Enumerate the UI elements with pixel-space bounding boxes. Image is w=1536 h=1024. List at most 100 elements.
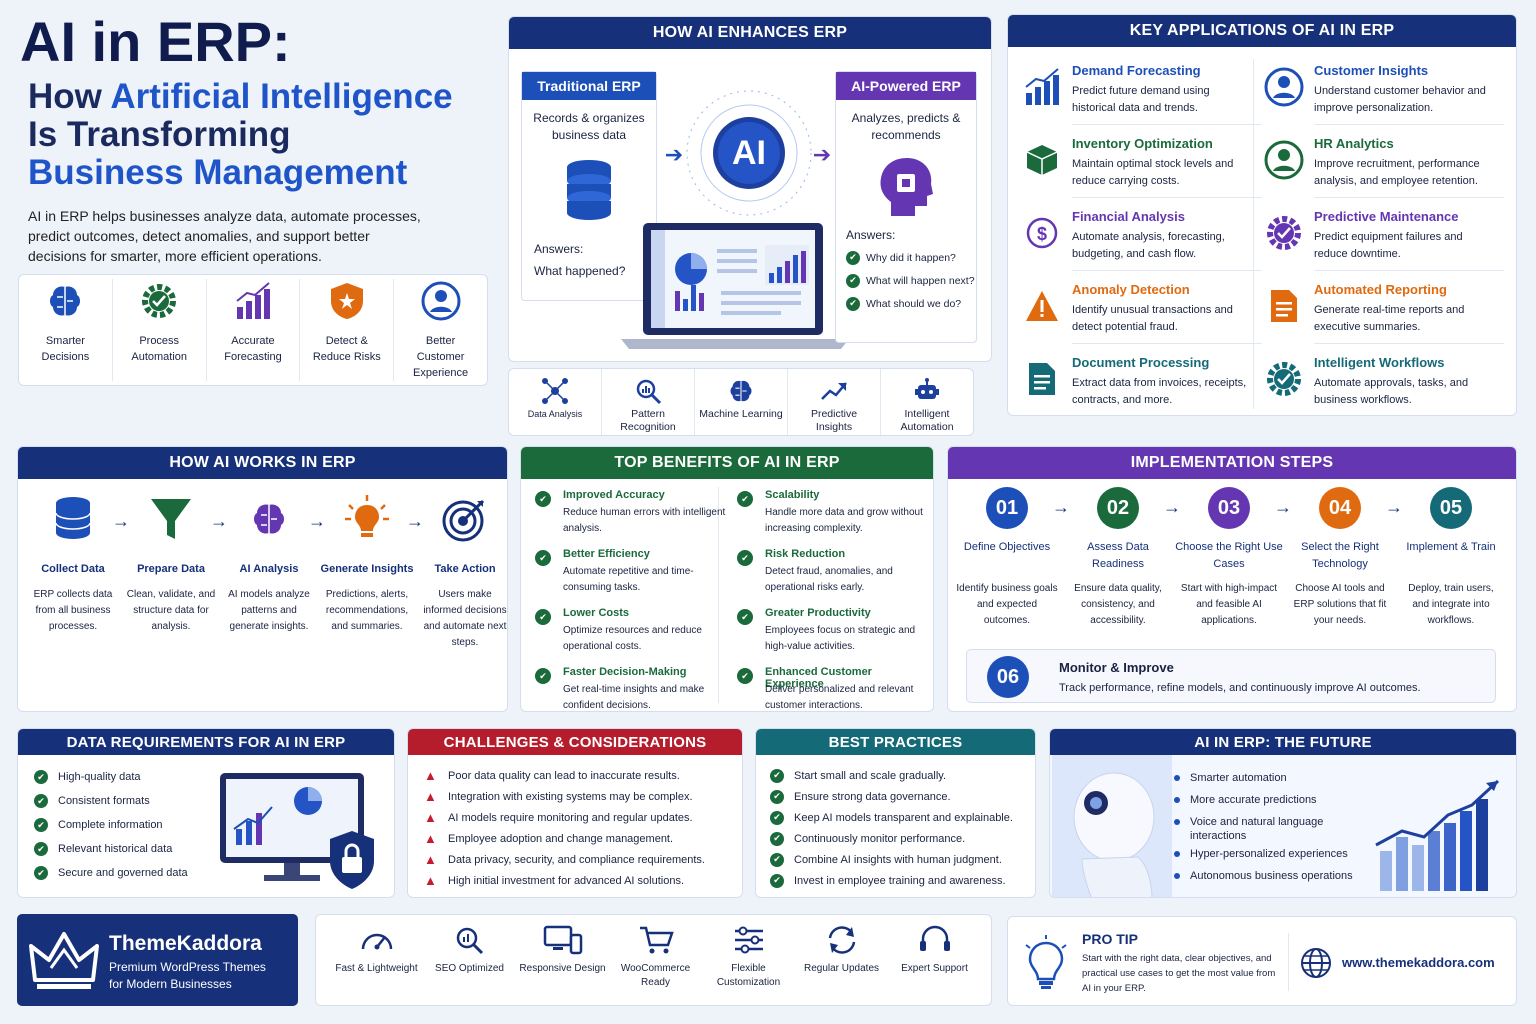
powered-answers: ✔Why did it happen?✔What will happen nex… bbox=[846, 246, 976, 315]
arrow-right-icon: → bbox=[1274, 497, 1292, 517]
predictive-maintenance-icon bbox=[1264, 213, 1304, 253]
benefit-label: Detect & Reduce Risks bbox=[312, 335, 381, 363]
datareq-item: ✔Secure and governed data bbox=[34, 861, 224, 885]
arrow-right-icon: ➔ bbox=[664, 142, 684, 167]
arrow-right-icon: → bbox=[1385, 497, 1403, 517]
ai-powered-erp-card: AI-Powered ERP Analyzes, predicts & reco… bbox=[835, 71, 977, 343]
secure-monitor-icon bbox=[214, 769, 390, 893]
brain-icon bbox=[244, 493, 294, 545]
step-number-badge: 05 bbox=[1430, 487, 1472, 529]
hr-analytics-icon bbox=[1264, 140, 1304, 180]
answer-item: ✔Why did it happen? bbox=[846, 246, 976, 269]
check-icon: ✔ bbox=[770, 831, 784, 846]
capability-label: Intelligent Automation bbox=[900, 408, 954, 433]
application-desc: Automate approvals, tasks, and business … bbox=[1314, 377, 1469, 406]
step-desc: Identify business goals and expected out… bbox=[956, 583, 1058, 626]
warning-icon: ▲ bbox=[424, 873, 437, 888]
datareq-item: ✔Complete information bbox=[34, 813, 224, 837]
benefit-item: Accurate Forecasting bbox=[207, 279, 301, 381]
application-title: Intelligent Workflows bbox=[1314, 355, 1445, 370]
financial-analysis-icon: $ bbox=[1022, 213, 1062, 253]
application-desc: Identify unusual transactions and detect… bbox=[1072, 304, 1233, 333]
speedometer-icon bbox=[357, 924, 397, 956]
refresh-icon bbox=[822, 924, 862, 956]
svg-text:$: $ bbox=[1037, 224, 1047, 244]
ai-head-icon bbox=[836, 156, 976, 218]
check-icon: ✔ bbox=[34, 770, 48, 784]
capability-item: Predictive Insights bbox=[788, 369, 881, 435]
step-title: Select the Right Technology bbox=[1301, 541, 1379, 570]
benefit-title: Enhanced Customer Experience bbox=[765, 666, 872, 690]
step-desc: Start with high-impact and feasible AI a… bbox=[1180, 583, 1278, 626]
capability-label: Pattern Recognition bbox=[620, 408, 676, 433]
top-benefits-header: TOP BENEFITS OF AI IN ERP bbox=[521, 447, 933, 479]
warning-icon: ▲ bbox=[424, 852, 437, 867]
bar-chart-icon bbox=[231, 279, 275, 323]
robot-icon bbox=[1052, 755, 1172, 897]
benefit-desc: Detect fraud, anomalies, and operational… bbox=[765, 566, 893, 593]
intelligent-workflows-icon bbox=[1264, 359, 1304, 399]
best-practices-section: BEST PRACTICES ✔Start small and scale gr… bbox=[755, 728, 1036, 898]
future-section: AI IN ERP: THE FUTURE Smarter automation… bbox=[1049, 728, 1517, 898]
gear-check-icon bbox=[137, 279, 181, 323]
benefit-desc: Automate repetitive and time-consuming t… bbox=[563, 566, 694, 593]
key-applications-header: KEY APPLICATIONS OF AI IN ERP bbox=[1008, 15, 1516, 47]
application-title: Automated Reporting bbox=[1314, 282, 1447, 297]
funnel-icon bbox=[146, 493, 196, 545]
page-title: AI in ERP: bbox=[20, 10, 291, 73]
step-title: Define Objectives bbox=[963, 541, 1051, 553]
check-icon: ✔ bbox=[770, 852, 784, 867]
application-title: Demand Forecasting bbox=[1072, 63, 1201, 78]
bullet-icon bbox=[1174, 797, 1180, 803]
future-item: Autonomous business operations bbox=[1174, 869, 1374, 883]
capability-item: Data Analysis bbox=[509, 369, 602, 435]
benefit-item: Better Customer Experience bbox=[394, 279, 487, 381]
challenges-item: ▲Employee adoption and change management… bbox=[424, 831, 674, 846]
check-icon: ✔ bbox=[846, 273, 860, 288]
warning-icon: ▲ bbox=[424, 768, 437, 783]
feature-label: Responsive Design bbox=[519, 963, 606, 974]
capability-item: Intelligent Automation bbox=[881, 369, 973, 435]
benefit-title: Better Efficiency bbox=[563, 548, 650, 560]
step-title: Collect Data bbox=[41, 563, 105, 575]
check-icon: ✔ bbox=[770, 810, 784, 825]
feature-item: Flexible Customization bbox=[702, 924, 795, 996]
seo-icon bbox=[450, 924, 490, 956]
arrow-right-icon: → bbox=[1052, 497, 1070, 517]
database-icon bbox=[48, 493, 98, 545]
arrow-right-icon: ➔ bbox=[812, 142, 832, 167]
feature-item: Fast & Lightweight bbox=[330, 924, 423, 996]
enhance-section: HOW AI ENHANCES ERP Traditional ERP Reco… bbox=[508, 16, 992, 362]
feature-label: Regular Updates bbox=[803, 963, 880, 974]
check-icon: ✔ bbox=[535, 491, 551, 507]
step-desc: ERP collects data from all business proc… bbox=[33, 589, 113, 632]
user-icon bbox=[419, 279, 463, 323]
check-icon: ✔ bbox=[34, 794, 48, 808]
application-desc: Understand customer behavior and improve… bbox=[1314, 85, 1486, 114]
check-icon: ✔ bbox=[770, 768, 784, 783]
website-link[interactable]: www.themekaddora.com bbox=[1342, 955, 1495, 970]
data-requirements-section: DATA REQUIREMENTS FOR AI IN ERP ✔High-qu… bbox=[17, 728, 395, 898]
application-desc: Predict future demand using historical d… bbox=[1072, 85, 1210, 114]
anomaly-detection-icon bbox=[1022, 286, 1062, 326]
application-title: Document Processing bbox=[1072, 355, 1210, 370]
lightbulb-icon bbox=[342, 493, 392, 545]
